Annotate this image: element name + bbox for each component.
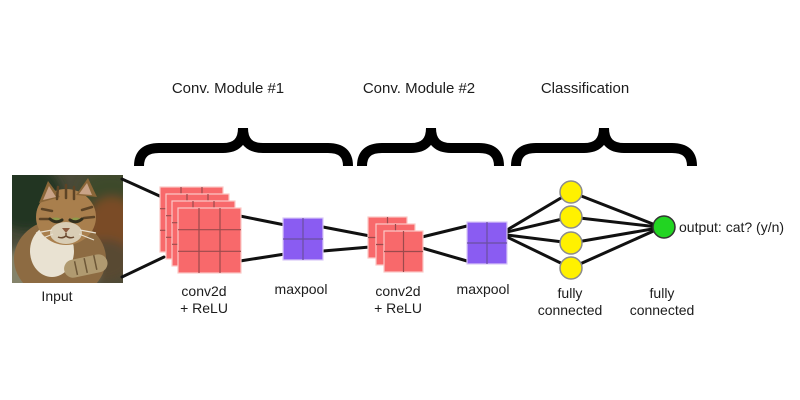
input-cat-image [12, 175, 123, 283]
classification-label: Classification [540, 80, 630, 97]
conv2-feature-map [383, 230, 424, 273]
conv1-label-line1: conv2d [181, 283, 227, 299]
conv-module-2-brace [357, 127, 504, 167]
conv2-label-line1: conv2d [375, 283, 421, 299]
fully-connected-nodes [559, 180, 583, 280]
fc2-label: fully connected [630, 285, 695, 319]
network-edges [120, 177, 660, 279]
conv-module-2-label: Conv. Module #2 [362, 80, 476, 97]
maxpool1-block [282, 217, 324, 261]
fc-node [559, 205, 583, 229]
fc-node [559, 231, 583, 255]
input-label: Input [41, 288, 73, 304]
fc1-label-line1: fully [557, 285, 583, 301]
output-label: output: cat? (y/n) [679, 219, 785, 235]
module-braces [134, 127, 697, 167]
conv2-layer-stack [367, 216, 424, 273]
conv1-layer-stack [159, 186, 242, 274]
classification-brace [511, 127, 697, 167]
fc-node [559, 180, 583, 204]
output-node [652, 215, 676, 239]
maxpool2-label: maxpool [456, 281, 510, 297]
fc1-label-line2: connected [537, 302, 603, 318]
maxpool2-block [466, 221, 508, 265]
conv1-label-line2: + ReLU [180, 300, 228, 316]
conv1-feature-map [177, 207, 242, 274]
conv-module-1-label: Conv. Module #1 [171, 80, 285, 97]
fc2-label-line1: fully [649, 285, 675, 301]
conv1-label: conv2d + ReLU [180, 283, 228, 317]
conv-module-1-brace [134, 127, 353, 167]
conv2-label-line2: + ReLU [374, 300, 422, 316]
maxpool1-label: maxpool [274, 281, 328, 297]
fc1-label: fully connected [538, 285, 603, 319]
fc2-label-line2: connected [629, 302, 695, 318]
conv2-label: conv2d + ReLU [374, 283, 422, 317]
fc-node [559, 256, 583, 280]
